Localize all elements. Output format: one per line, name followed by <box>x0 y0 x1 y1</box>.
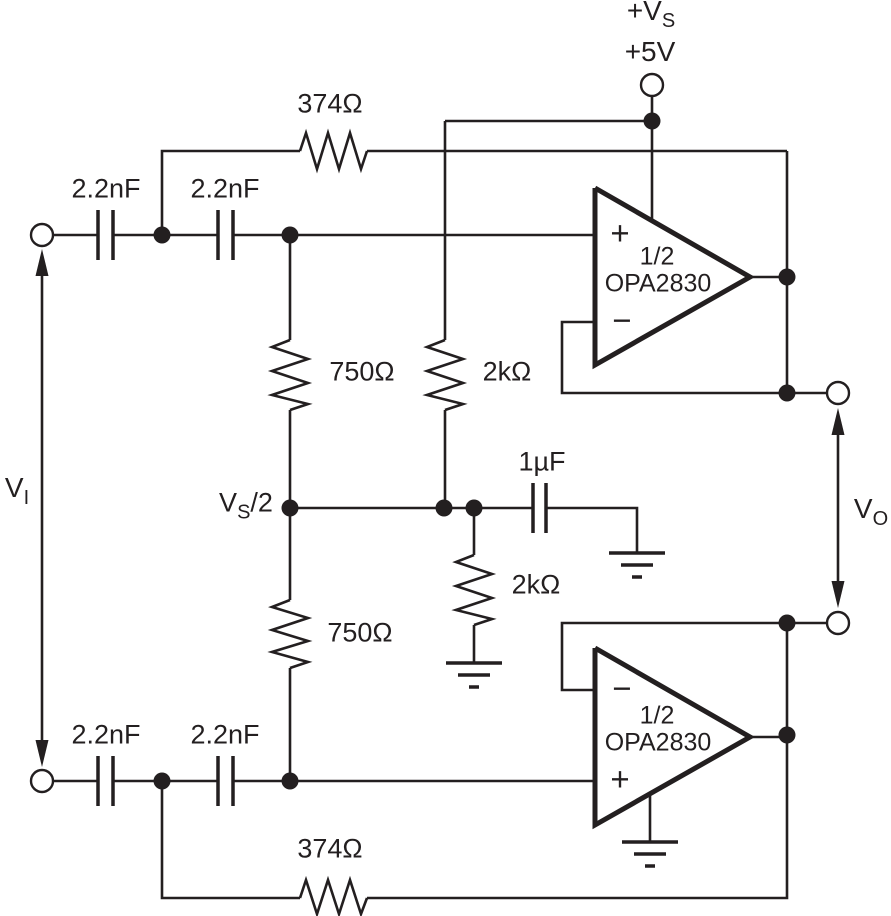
resistor-rg-top <box>267 338 313 412</box>
ground-bias-icon <box>446 661 502 689</box>
rf-bottom-label: 374Ω <box>297 833 363 864</box>
wire-midrail <box>290 506 639 553</box>
vo-arrowhead-down-icon <box>831 581 845 608</box>
capacitor-c-in-bottom-2 <box>216 756 235 806</box>
c-in-bottom-2-label: 2.2nF <box>190 719 260 750</box>
wire-feedback-top <box>160 149 787 235</box>
op1-part-label: OPA2830 <box>604 269 712 298</box>
midrail-label: VS/2 <box>219 487 273 524</box>
vo-label: VO <box>853 493 889 530</box>
resistor-rf-top <box>298 128 369 174</box>
terminal-vo-top <box>825 380 851 406</box>
op2-fraction-label: 1/2 <box>639 701 675 730</box>
ground-bypass-icon <box>609 551 665 579</box>
vi-sub: I <box>23 487 30 509</box>
op2-part-label: OPA2830 <box>604 728 712 757</box>
vi-label: VI <box>4 472 30 509</box>
op1-noninv-sign: + <box>610 214 630 252</box>
c-in-bottom-1-label: 2.2nF <box>71 719 141 750</box>
rbias-upper-label: 2kΩ <box>482 356 532 387</box>
rg-top-label: 750Ω <box>329 356 395 387</box>
midrail-main: V <box>219 487 238 518</box>
vi-arrowhead-down-icon <box>35 740 49 767</box>
c-in-top-2-label: 2.2nF <box>190 173 260 204</box>
resistor-rf-bottom <box>298 875 369 916</box>
grounds <box>446 551 678 868</box>
midrail-suffix: /2 <box>250 487 273 518</box>
capacitor-c-in-top-2 <box>216 210 235 260</box>
rf-top-label: 374Ω <box>297 88 363 119</box>
resistor-rbias-upper <box>422 338 468 412</box>
supply-rail-label: +VS <box>627 0 675 31</box>
terminal-supply <box>639 72 665 98</box>
opamp-top-triangle <box>592 185 756 370</box>
terminals <box>29 72 851 794</box>
terminal-vo-bottom <box>825 610 851 636</box>
supply-rail-main: +V <box>626 0 662 26</box>
midrail-sub: S <box>237 501 251 524</box>
opamp-symbols <box>592 185 756 830</box>
rbias-lower-label: 2kΩ <box>511 569 561 600</box>
resistor-rg-bottom <box>267 598 313 670</box>
junction-dots <box>153 112 796 790</box>
terminal-vi-top <box>29 222 55 248</box>
wire-feedback-bottom <box>160 623 789 900</box>
op1-inv-sign: − <box>612 301 632 339</box>
port-arrows <box>35 249 845 767</box>
wire-op1-inv-loop <box>560 320 787 395</box>
supply-voltage-label: +5V <box>624 36 676 67</box>
op2-noninv-sign: + <box>610 760 630 798</box>
vi-arrowhead-up-icon <box>35 249 49 276</box>
capacitor-c-bypass <box>531 483 548 533</box>
capacitor-c-in-bottom-1 <box>96 756 115 806</box>
ground-op2-icon <box>622 840 678 868</box>
capacitor-c-in-top-1 <box>96 210 115 260</box>
wire-op2-inv-loop <box>560 621 787 692</box>
wires <box>53 96 827 900</box>
opamp-bottom-triangle <box>592 645 756 830</box>
vo-sub: O <box>872 508 889 530</box>
terminal-vi-bottom <box>29 768 55 794</box>
vo-main: V <box>853 493 873 524</box>
capacitors <box>96 210 548 806</box>
op1-fraction-label: 1/2 <box>639 242 675 271</box>
resistor-rbias-lower <box>451 553 497 627</box>
op2-inv-sign: − <box>612 669 632 707</box>
c-in-top-1-label: 2.2nF <box>71 173 141 204</box>
vi-main: V <box>4 472 24 503</box>
vo-arrowhead-up-icon <box>831 408 845 435</box>
resistors <box>267 128 497 916</box>
c-bypass-label: 1µF <box>518 446 566 477</box>
rg-bottom-label: 750Ω <box>327 617 393 648</box>
supply-rail-sub: S <box>661 10 676 32</box>
